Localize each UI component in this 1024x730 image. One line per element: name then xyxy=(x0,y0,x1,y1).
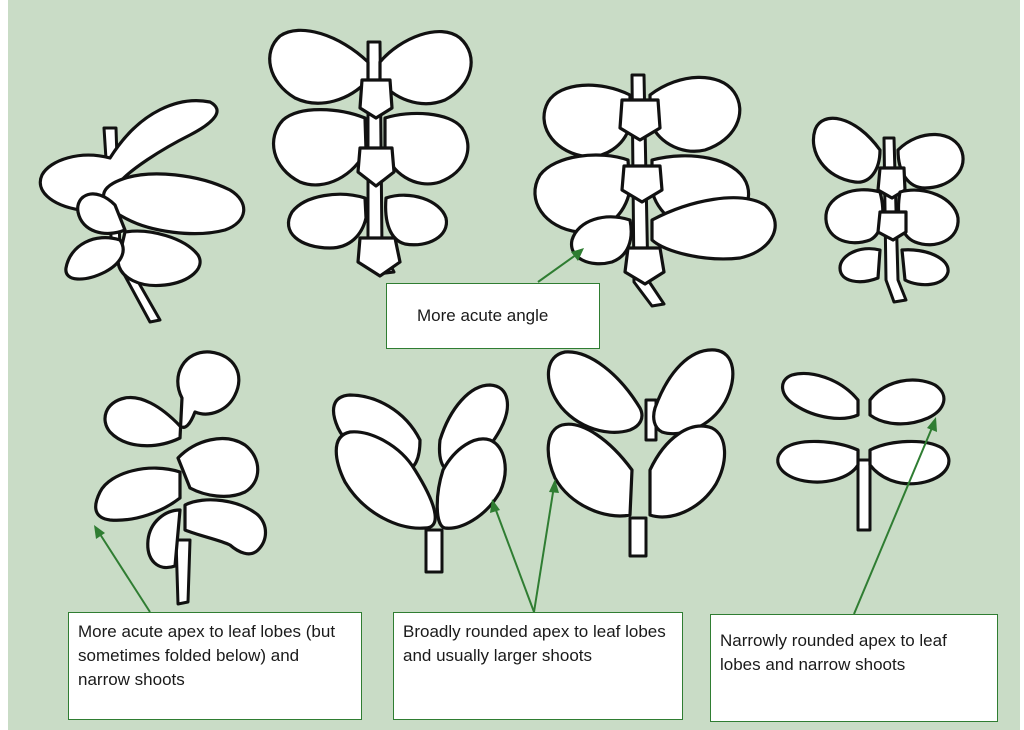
arrow-acute-angle xyxy=(538,248,584,282)
label-more-acute-angle: More acute angle xyxy=(386,283,600,349)
label-broad-apex: Broadly rounded apex to leaf lobes and u… xyxy=(393,612,683,720)
label-narrow-apex: Narrowly rounded apex to leaf lobes and … xyxy=(710,614,998,722)
label-acute-apex: More acute apex to leaf lobes (but somet… xyxy=(68,612,362,720)
arrow-acute-apex xyxy=(94,525,150,612)
arrow-broad-apex-2 xyxy=(534,479,559,612)
arrow-narrow-apex xyxy=(854,417,937,614)
arrow-broad-apex-1 xyxy=(490,499,534,612)
